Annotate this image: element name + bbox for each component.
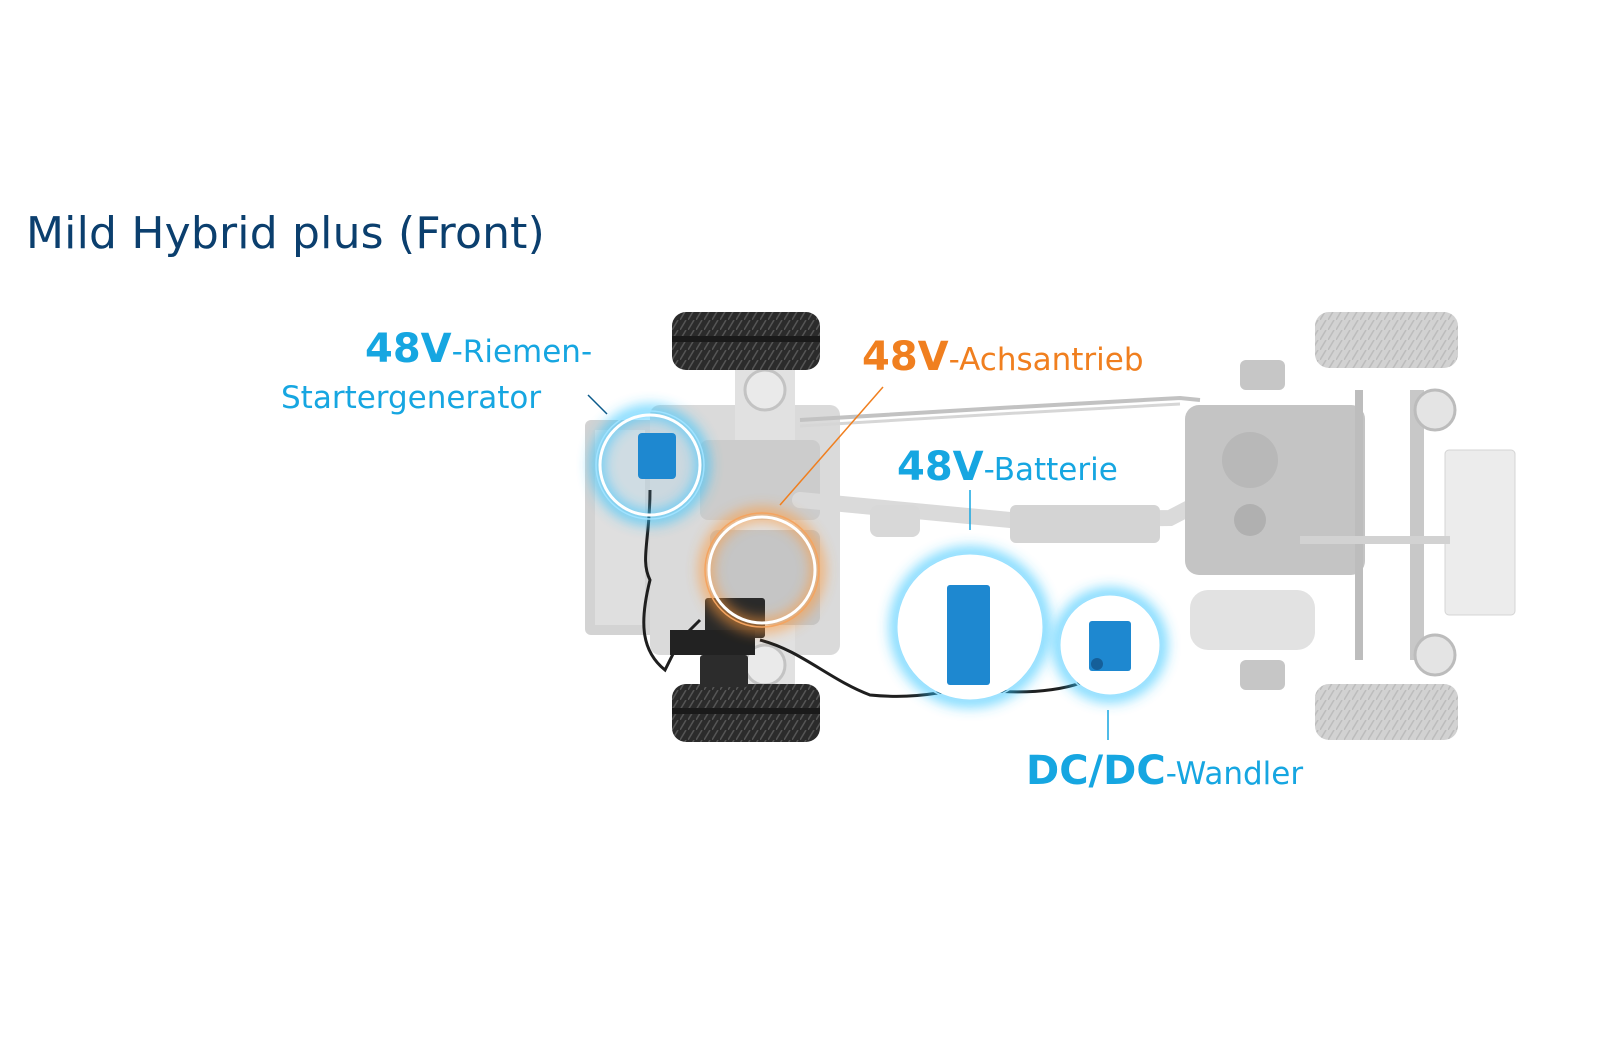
exhaust-system	[792, 395, 1203, 543]
dcdc-converter-highlight	[1054, 589, 1166, 701]
leader-line-axle-drive	[779, 386, 884, 506]
callout-dcdc-suffix: -Wandler	[1165, 756, 1304, 792]
diagram-title: Mild Hybrid plus (Front)	[26, 208, 545, 259]
front-left-tire	[672, 312, 820, 370]
dcdc-component	[1089, 621, 1131, 671]
battery-highlight	[891, 548, 1049, 706]
leader-line-starter-generator	[587, 394, 608, 415]
battery-component	[947, 585, 990, 685]
callout-axle-drive-prefix: 48V	[862, 334, 949, 380]
axle-drive-highlight	[700, 508, 824, 632]
callout-battery-suffix: -Batterie	[983, 452, 1118, 488]
rear-section	[1185, 312, 1516, 740]
callout-starter-generator-prefix: 48V	[365, 326, 452, 372]
callout-dcdc-prefix: DC/DC	[1026, 748, 1166, 794]
callout-axle-drive-suffix: -Achsantrieb	[948, 342, 1144, 378]
callout-starter-generator-suffix: -Riemen-	[451, 334, 593, 370]
callout-starter-generator-line1: 48V-Riemen-	[365, 329, 592, 369]
starter-generator-component	[638, 433, 676, 479]
callout-battery: 48V-Batterie	[897, 447, 1118, 487]
front-right-tire	[672, 684, 820, 742]
belt-starter-generator-highlight	[591, 406, 709, 524]
callout-axle-drive: 48V-Achsantrieb	[862, 337, 1144, 377]
callout-dcdc-converter: DC/DC-Wandler	[1026, 751, 1303, 791]
callout-starter-generator-line2: Startergenerator	[281, 380, 542, 416]
callout-battery-prefix: 48V	[897, 444, 984, 490]
